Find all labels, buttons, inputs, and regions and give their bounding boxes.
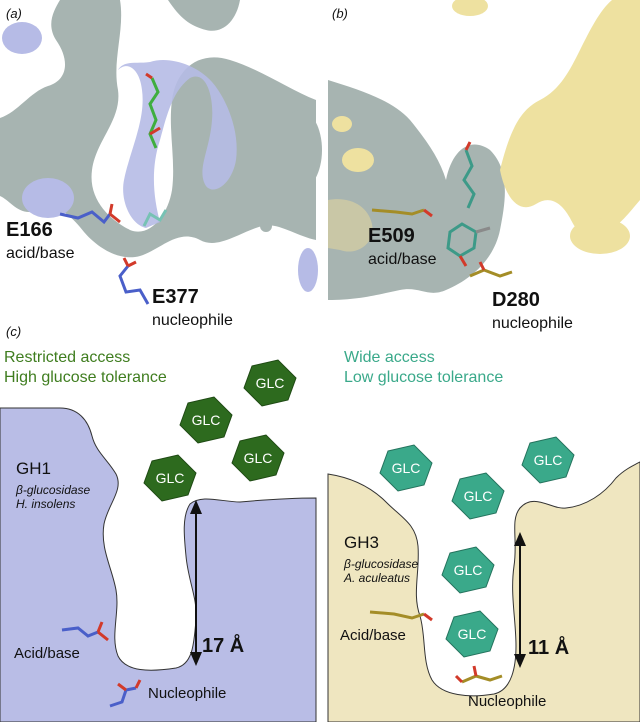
- gh3-glc-label: GLC: [392, 460, 421, 476]
- gh3-depth-arrow: [514, 532, 526, 668]
- panel-a-residue1-name: E166: [6, 219, 53, 241]
- panel-b-residue1-name: E509: [368, 225, 415, 247]
- panel-a-residue1-role: acid/base: [6, 245, 75, 262]
- gh1-organism: H. insolens: [16, 497, 75, 511]
- gh1-glc-hexagon: GLC: [231, 434, 285, 482]
- panel-a-blob-bottomright: [298, 248, 318, 292]
- panel-a-residue-e166-sticks: [59, 203, 121, 225]
- panel-a-blob-right: [278, 110, 322, 190]
- gh1-glc-label: GLC: [192, 412, 221, 428]
- panel-a-surface: [0, 0, 316, 258]
- gh1-depth-arrow: [190, 500, 202, 666]
- gh1-heading-tolerance: High glucose tolerance: [4, 369, 167, 386]
- panel-c-gh1: Restricted access High glucose tolerance…: [0, 349, 317, 722]
- panel-c-gh3: Wide access Low glucose tolerance 11 Å G…: [327, 349, 640, 722]
- panel-a-surface-top: [168, 0, 240, 31]
- panel-b-residue-d280-sticks: [469, 261, 513, 278]
- gh1-enzyme-name: GH1: [16, 459, 51, 478]
- gh1-nucleophile-sticks: [109, 679, 142, 708]
- panel-b-surface-left: [328, 199, 373, 252]
- panel-b-surface: [328, 80, 505, 300]
- gh3-glc-hexagon: GLC: [445, 610, 499, 658]
- gh1-depth-label: 17 Å: [202, 633, 244, 657]
- gh3-heading-access: Wide access: [344, 349, 435, 366]
- gh1-glc-hexagon: GLC: [179, 396, 233, 444]
- panel-b-residue-e509-sticks: [371, 208, 433, 218]
- gh3-glc-hexagon: GLC: [451, 472, 505, 520]
- panel-b-tag: (b): [332, 6, 348, 21]
- panel-b: (b) E509 acid/base D280 nucleophile: [328, 0, 640, 332]
- panel-a-ligand: [142, 72, 168, 227]
- panel-a-residue-e377-sticks: [118, 257, 150, 305]
- gh3-glc-label: GLC: [464, 488, 493, 504]
- panel-b-channel: [500, 0, 640, 238]
- panel-b-residue2-role: nucleophile: [492, 315, 573, 332]
- panel-b-blob-left: [332, 116, 352, 132]
- gh1-nucleophile-label: Nucleophile: [148, 685, 226, 702]
- gh1-glc-hexagon: GLC: [243, 359, 297, 407]
- panel-b-residue1-role: acid/base: [368, 251, 437, 268]
- gh1-glc-label: GLC: [244, 450, 273, 466]
- gh3-nucleophile-label: Nucleophile: [468, 693, 546, 710]
- panel-a-residue2-role: nucleophile: [152, 312, 233, 329]
- gh1-glc-label: GLC: [256, 375, 285, 391]
- gh3-organism: A. aculeatus: [343, 571, 410, 585]
- gh1-acid-base-label: Acid/base: [14, 645, 80, 662]
- gh3-glc-hexagon: GLC: [441, 546, 495, 594]
- gh3-glc-label: GLC: [534, 452, 563, 468]
- gh1-acid-base-sticks: [61, 621, 109, 642]
- gh3-heading-tolerance: Low glucose tolerance: [344, 369, 503, 386]
- panel-a-tag: (a): [6, 6, 22, 21]
- panel-b-blob-top: [452, 0, 488, 16]
- gh3-glc-label: GLC: [458, 626, 487, 642]
- panel-a-blob-left: [22, 178, 74, 218]
- panel-b-blob-mid: [342, 148, 374, 172]
- panel-b-blob-right: [570, 218, 630, 254]
- panel-a-residue2-name: E377: [152, 286, 199, 308]
- gh3-enzyme-name: GH3: [344, 533, 379, 552]
- panel-a-blob-topleft: [2, 22, 42, 54]
- gh3-glc-hexagon: GLC: [521, 436, 575, 484]
- gh3-glc-hexagon: GLC: [379, 444, 433, 492]
- gh3-nucleophile-sticks: [454, 665, 503, 684]
- gh1-enzyme-surface: [0, 407, 317, 722]
- gh1-heading-access: Restricted access: [4, 349, 130, 366]
- panel-a-channel: [118, 60, 237, 228]
- gh3-glc-label: GLC: [454, 562, 483, 578]
- gh1-glc-label: GLC: [156, 470, 185, 486]
- panel-c-tag: (c): [6, 324, 21, 339]
- gh3-depth-label: 11 Å: [528, 635, 569, 659]
- panel-a-dot: [260, 220, 272, 232]
- panel-b-residue2-name: D280: [492, 289, 540, 311]
- gh1-glc-hexagon: GLC: [143, 454, 197, 502]
- gh3-acid-base-sticks: [369, 610, 433, 622]
- panel-a: (a) E166 acid/base E377 nucleophile: [0, 0, 322, 329]
- gh3-acid-base-label: Acid/base: [340, 627, 406, 644]
- panel-b-ligand: [446, 141, 491, 267]
- gh1-enzyme-type: β-glucosidase: [15, 483, 91, 497]
- gh3-enzyme-surface: [327, 461, 640, 722]
- gh3-enzyme-type: β-glucosidase: [343, 557, 419, 571]
